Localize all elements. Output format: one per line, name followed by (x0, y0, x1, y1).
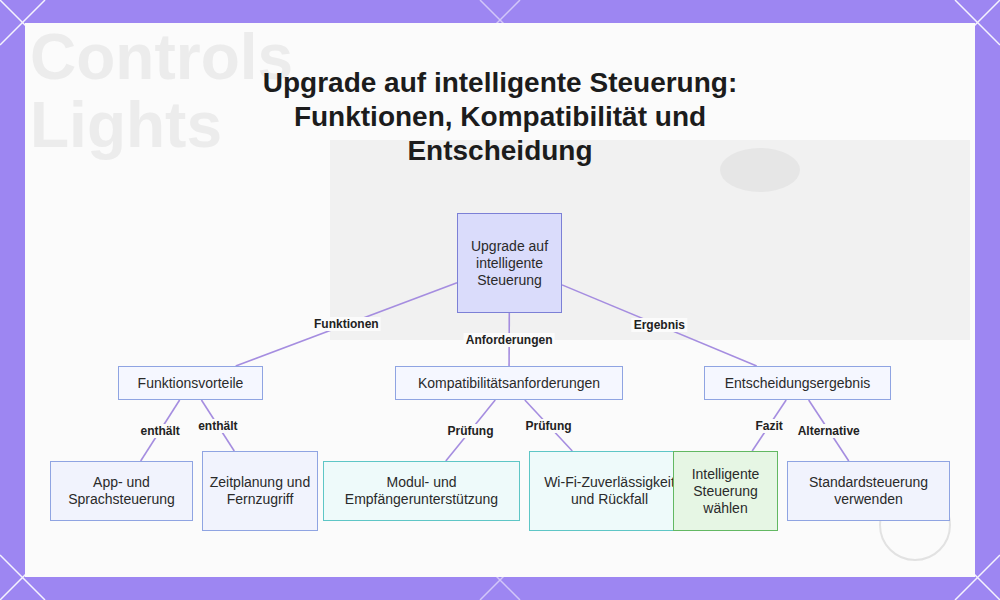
topic-box: Kompatibilitätsanforderungen (395, 366, 623, 400)
edge-label: Ergebnis (632, 318, 687, 332)
watermark-text: Lights (30, 88, 222, 162)
node-text: Zeitplanung und Fernzugriff (209, 474, 311, 508)
root-box: Upgrade auf intelligente Steuerung (457, 213, 562, 313)
edge-label: enthält (196, 419, 239, 433)
node-text: Entscheidungsergebnis (725, 375, 871, 392)
node-text: Standardsteuerung verwenden (794, 474, 943, 508)
topic-box: App- und Sprachsteuerung (50, 461, 193, 521)
topic-box: Standardsteuerung verwenden (787, 461, 950, 521)
topic-box: Modul- und Empfängerunterstützung (323, 461, 520, 521)
topic-box: Entscheidungsergebnis (704, 366, 891, 400)
connector-line (446, 400, 495, 461)
edge-label: Funktionen (312, 317, 381, 331)
edge-label: Prüfung (446, 424, 496, 438)
topic-box: Intelligente Steuerung wählen (673, 451, 778, 531)
node-text: Upgrade auf intelligente Steuerung (464, 238, 555, 289)
edge-label: Anforderungen (464, 333, 555, 347)
edge-label: Prüfung (524, 419, 574, 433)
edge-label: Fazit (753, 419, 784, 433)
topic-box: Zeitplanung und Fernzugriff (202, 451, 318, 531)
edge-label: Alternative (796, 424, 862, 438)
node-text: Intelligente Steuerung wählen (680, 466, 771, 517)
topic-box: Wi-Fi-Zuverlässigkeit und Rückfall (529, 451, 690, 531)
node-text: Modul- und Empfängerunterstützung (330, 474, 513, 508)
node-text: Funktionsvorteile (138, 375, 244, 392)
connector-line (236, 283, 457, 366)
edge-label: enthält (138, 424, 181, 438)
node-text: Wi-Fi-Zuverlässigkeit und Rückfall (536, 474, 683, 508)
diagram-title: Upgrade auf intelligente Steuerung: Funk… (210, 66, 790, 168)
node-text: App- und Sprachsteuerung (57, 474, 186, 508)
watermark-text: Controls (30, 20, 293, 94)
node-text: Kompatibilitätsanforderungen (418, 375, 600, 392)
connector-line (752, 400, 786, 451)
connector-line (562, 285, 757, 366)
topic-box: Funktionsvorteile (118, 366, 263, 400)
